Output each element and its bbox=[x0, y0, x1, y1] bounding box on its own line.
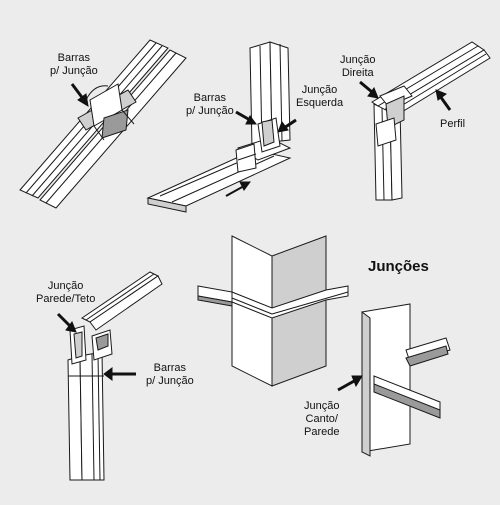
arrow-perfil bbox=[435, 89, 452, 111]
label-juncao-parede-teto: Junção Parede/Teto bbox=[36, 280, 95, 306]
label-line: Canto/ bbox=[305, 413, 338, 425]
arrow-juncao-parede-teto bbox=[56, 312, 77, 333]
arrow-juncao-direita bbox=[359, 80, 379, 99]
label-line: Parede/Teto bbox=[36, 293, 96, 305]
arrow-barras-1 bbox=[70, 83, 89, 107]
label-line: Barras bbox=[57, 52, 91, 64]
label-line: p/ Junção bbox=[186, 105, 234, 117]
label-juncao-canto-parede: Junção Canto/ Parede bbox=[304, 400, 339, 439]
label-line: Parede bbox=[304, 426, 340, 438]
label-line: Esquerda bbox=[296, 97, 344, 109]
label-line: Barras bbox=[153, 362, 187, 374]
label-juncao-esquerda: Junção Esquerda bbox=[296, 84, 343, 110]
label-line: Junção bbox=[301, 84, 338, 96]
label-line: p/ Junção bbox=[50, 65, 98, 77]
label-line: Perfil bbox=[440, 118, 466, 130]
label-line: Direita bbox=[341, 67, 374, 79]
diagram-right-junction bbox=[371, 41, 491, 201]
arrow-barras-2 bbox=[235, 110, 257, 125]
diagram-bar-joint bbox=[19, 39, 187, 209]
label-juncao-direita: Junção Direita bbox=[340, 54, 375, 80]
label-barras-juncao-1: Barras p/ Junção bbox=[50, 52, 98, 78]
arrow-juncao-canto-parede bbox=[337, 375, 363, 392]
label-line: Junção bbox=[304, 400, 340, 412]
arrow-bottom-panel-2 bbox=[225, 181, 251, 197]
diagram-wall-ceiling-junction bbox=[67, 271, 163, 481]
diagram-title: Junções bbox=[368, 258, 429, 275]
label-line: Barras bbox=[193, 92, 227, 104]
diagram-corner-wall-junction bbox=[361, 303, 451, 457]
arrow-juncao-esquerda bbox=[277, 118, 297, 133]
label-line: p/ Junção bbox=[146, 375, 194, 387]
diagram-corner-panels bbox=[197, 235, 349, 387]
label-barras-juncao-3: Barras p/ Junção bbox=[146, 362, 194, 388]
label-line: Junção bbox=[47, 280, 84, 292]
label-line: Junção bbox=[340, 54, 376, 66]
label-barras-juncao-2: Barras p/ Junção bbox=[186, 92, 234, 118]
label-perfil: Perfil bbox=[440, 118, 465, 131]
diagram-left-junction bbox=[146, 41, 292, 213]
arrow-barras-3 bbox=[103, 367, 136, 381]
